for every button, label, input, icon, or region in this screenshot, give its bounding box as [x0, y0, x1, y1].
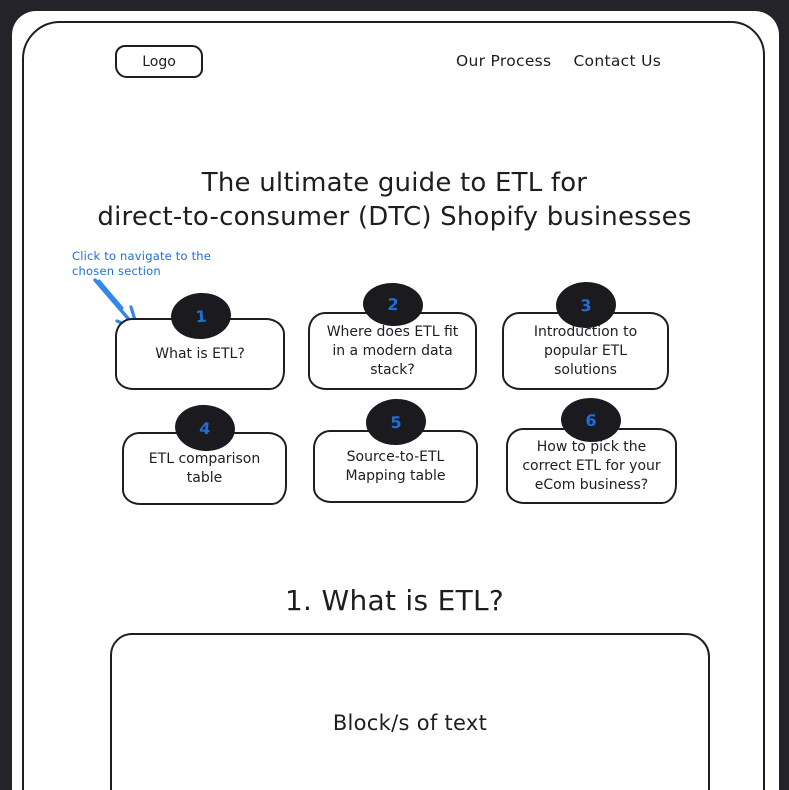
- nav-link-our-process[interactable]: Our Process: [456, 52, 552, 70]
- badge-number: 1: [194, 306, 208, 326]
- page-title: The ultimate guide to ETL for direct-to-…: [0, 166, 789, 234]
- annotation-line1: Click to navigate to the: [72, 249, 212, 263]
- text-block-placeholder: Block/s of text: [110, 633, 710, 790]
- page-title-line2: direct-to-consumer (DTC) Shopify busines…: [97, 202, 692, 232]
- logo-button[interactable]: Logo: [115, 45, 203, 78]
- toc-card-label: How to pick the correct ETL for your eCo…: [522, 438, 661, 493]
- badge-number: 5: [389, 412, 403, 432]
- nav-link-contact-us[interactable]: Contact Us: [573, 52, 662, 70]
- badge-number: 4: [198, 418, 212, 438]
- toc-card-etl-modern-stack[interactable]: Where does ETL fit in a modern data stac…: [308, 312, 477, 390]
- logo-label: Logo: [142, 53, 176, 70]
- annotation-note: Click to navigate to the chosen section: [72, 249, 211, 278]
- toc-card-label: What is ETL?: [155, 345, 245, 362]
- toc-card-label: ETL comparison table: [148, 450, 261, 486]
- top-nav: Our Process Contact Us: [456, 52, 661, 70]
- text-block-label: Block/s of text: [332, 711, 488, 735]
- badge-number: 6: [585, 410, 597, 430]
- toc-card-label: Introduction to popular ETL solutions: [533, 323, 638, 378]
- badge-number: 3: [580, 295, 592, 315]
- section-heading: 1. What is ETL?: [284, 584, 505, 617]
- toc-card-label: Where does ETL fit in a modern data stac…: [326, 323, 459, 378]
- page-title-line1: The ultimate guide to ETL for: [201, 168, 588, 198]
- toc-card-label: Source-to-ETL Mapping table: [345, 448, 446, 484]
- wireframe-border: [22, 21, 765, 790]
- toc-card-pick-correct-etl[interactable]: How to pick the correct ETL for your eCo…: [506, 428, 677, 504]
- badge-number: 2: [386, 294, 400, 315]
- annotation-line2: chosen section: [72, 263, 161, 278]
